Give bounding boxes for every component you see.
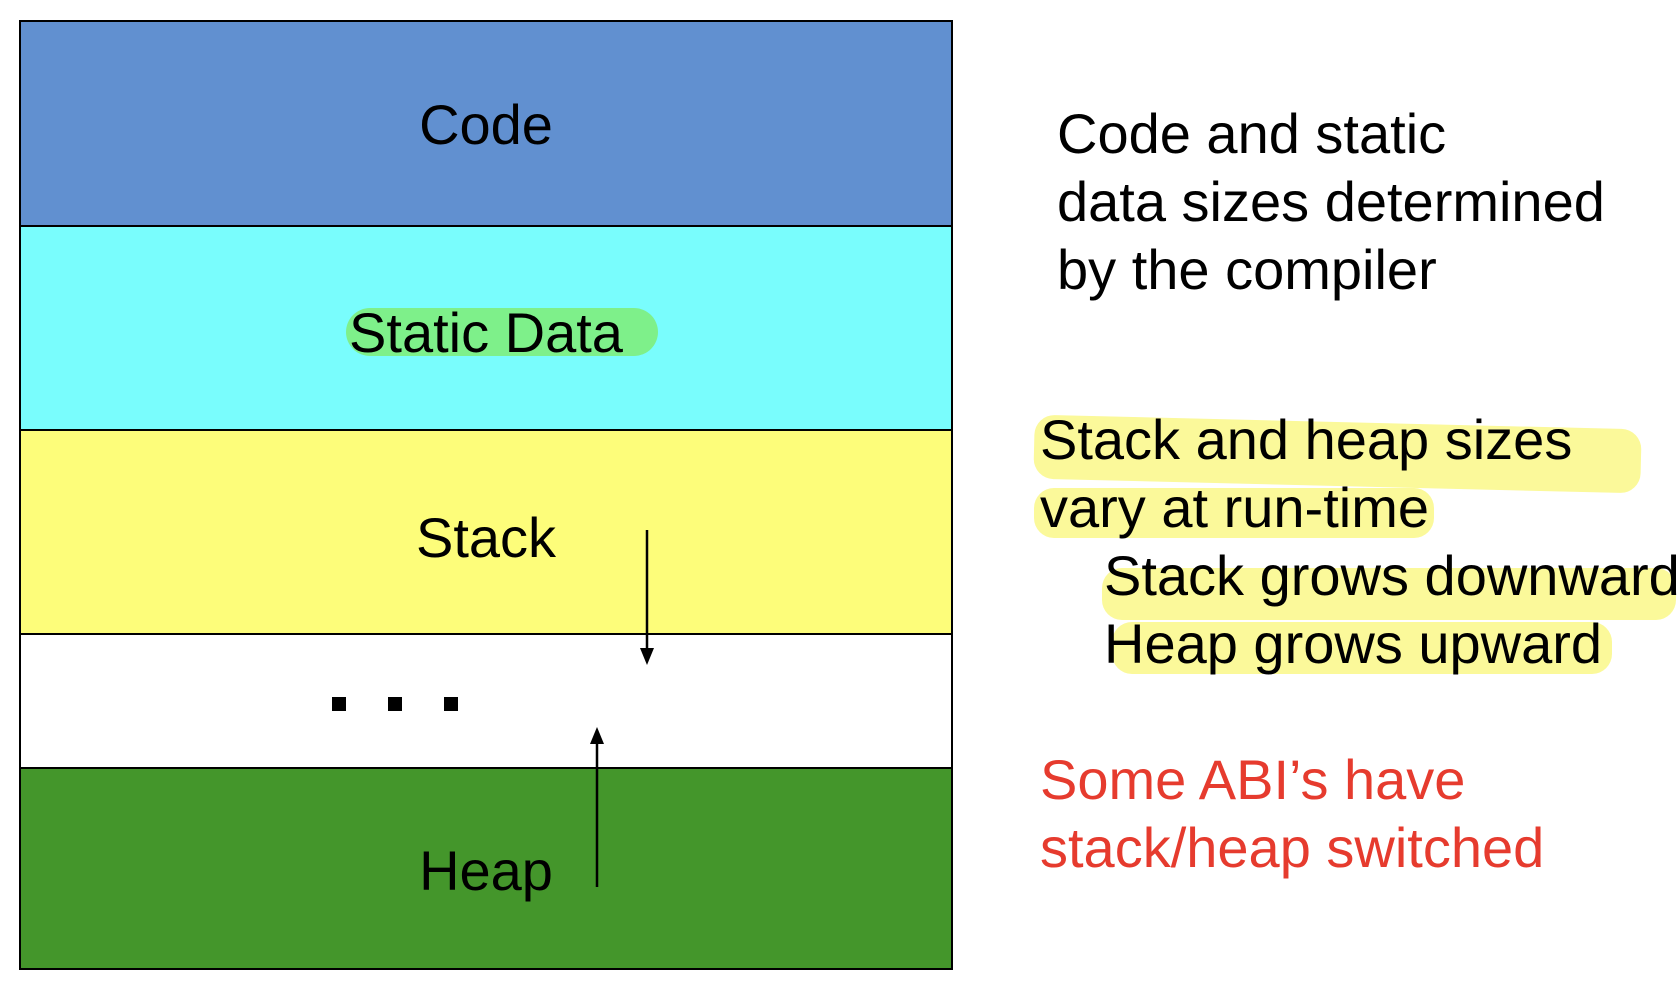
- compiler-note-line1: Code and static: [1057, 102, 1447, 165]
- runtime-note-line1: Stack and heap sizes: [1040, 408, 1573, 471]
- highlight-runtime-line2: [1034, 488, 1434, 538]
- ellipsis: [332, 697, 462, 715]
- stack-down-arrow: [640, 530, 654, 665]
- abi-note-line2: stack/heap switched: [1040, 816, 1545, 879]
- memory-layout: Code Static Data Stack Heap: [19, 20, 953, 970]
- code-label: Code: [419, 93, 553, 156]
- highlight-stack-grows: [1102, 568, 1676, 620]
- stack-grows-note: Stack grows downward: [1104, 544, 1679, 607]
- heap-grows-note: Heap grows upward: [1104, 612, 1603, 675]
- code-segment: Code: [21, 22, 951, 227]
- compiler-note-line3: by the compiler: [1057, 238, 1437, 301]
- free-space-segment: [21, 635, 951, 769]
- stack-segment: Stack: [21, 431, 951, 635]
- static-data-segment: Static Data: [21, 227, 951, 431]
- ellipsis-dot: [332, 697, 346, 711]
- static-data-label: Static Data: [349, 301, 623, 364]
- abi-note-line1: Some ABI’s have: [1040, 748, 1466, 811]
- highlight-heap-grows: [1112, 622, 1612, 674]
- heap-segment: Heap: [21, 769, 951, 968]
- runtime-note-line2: vary at run-time: [1040, 476, 1429, 539]
- static-data-highlight: [346, 308, 658, 356]
- growth-arrows: [590, 530, 654, 887]
- heap-label: Heap: [419, 839, 553, 902]
- ellipsis-dot: [388, 697, 402, 711]
- compiler-note-line2: data sizes determined: [1057, 170, 1605, 233]
- heap-up-arrow: [590, 727, 604, 887]
- ellipsis-dot: [444, 697, 458, 711]
- stack-label: Stack: [415, 506, 557, 569]
